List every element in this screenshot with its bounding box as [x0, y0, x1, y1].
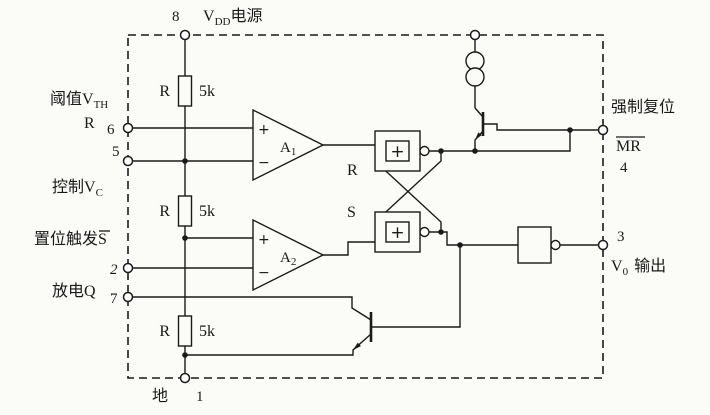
pin-2-number: 2 [110, 262, 118, 278]
a1-subscript: 1 [291, 146, 297, 158]
resistor-r2-value: 5k [199, 203, 215, 220]
resistor-r2 [177, 195, 193, 227]
output-text: 输出 [634, 257, 666, 275]
a2-minus-input: − [258, 265, 270, 281]
set-trigger-label: 置位触发S [34, 230, 107, 248]
pin-6-number: 6 [107, 122, 115, 138]
pin-4-terminal [597, 124, 609, 136]
set-trigger-main: 置位触发 [34, 230, 98, 248]
resistor-r1-value: 5k [199, 83, 215, 100]
pin-2-terminal [122, 262, 134, 274]
junction-dot [438, 148, 444, 154]
output-v: V [611, 258, 623, 275]
pin-3-number: 3 [617, 229, 625, 245]
latch-gate-r-inner [385, 140, 410, 162]
vdd-subscript: DD [215, 16, 231, 28]
output-subscript: 0 [623, 266, 629, 278]
junction-dot [472, 148, 478, 154]
comparator-a1 [252, 108, 325, 182]
resistor-r2-name: R [159, 203, 170, 220]
junction-dot [438, 229, 444, 235]
threshold-subscript: TH [94, 99, 109, 111]
reset-label: 强制复位 [611, 98, 675, 116]
wire-reset-collector [474, 107, 484, 118]
pin-8-terminal [179, 29, 191, 41]
a1-minus-input: − [258, 155, 270, 171]
wire-discharge [132, 296, 372, 321]
threshold-label: 阈值VTH [50, 90, 108, 111]
resistor-r3-name: R [159, 323, 170, 340]
pin-5-number: 5 [112, 144, 120, 160]
control-main: 控制V [52, 178, 96, 196]
wire-reset [483, 123, 599, 131]
a1-label: A1 [280, 140, 296, 158]
a2-label: A2 [280, 250, 296, 268]
latch-r-label: R [347, 162, 358, 179]
pin-6-terminal [122, 122, 134, 134]
pin-7-terminal [122, 291, 134, 303]
wire-discharge-emitter [185, 333, 372, 356]
junction-dot [182, 235, 188, 241]
threshold-main: 阈值V [50, 90, 94, 108]
current-source-icon [465, 67, 485, 87]
a1-plus-input: + [258, 122, 270, 138]
a2-subscript: 2 [291, 256, 297, 268]
ground-label: 地 [152, 387, 168, 405]
wire-discharge-base [371, 245, 461, 328]
pin-3-terminal [597, 239, 609, 251]
resistor-r3-value: 5k [199, 323, 215, 340]
a1-name: A [280, 140, 291, 156]
junction-dot [457, 242, 463, 248]
a2-name: A [280, 250, 291, 266]
mr-bar-label: MR [616, 138, 641, 155]
junction-dot [567, 127, 573, 133]
output-buffer [517, 226, 552, 264]
latch-gate-s-inner [385, 221, 410, 243]
discharge-emitter-arrow-icon [353, 342, 361, 350]
resistor-r1 [177, 75, 193, 107]
wire-a2-output [323, 241, 375, 256]
latch-gate-r-bubble [419, 145, 430, 157]
wire-latch-to-buffer [429, 231, 518, 246]
output-buffer-bubble [550, 239, 561, 251]
comparator-a2 [252, 218, 325, 292]
pin-7-number: 7 [110, 291, 118, 307]
pin-4-number: 4 [620, 160, 628, 176]
pin-1-number: 1 [196, 389, 204, 405]
junction-dot [182, 352, 188, 358]
pin-8-number: 8 [172, 9, 180, 25]
latch-gate-s-symbol: + [390, 223, 404, 243]
output-label: V0 输出 [611, 257, 666, 278]
control-label: 控制VC [52, 178, 103, 199]
ic-boundary [127, 34, 604, 379]
reset-emitter-arrow-icon [475, 132, 482, 140]
pin-5-terminal [122, 155, 134, 167]
vdd-text: 电源 [230, 7, 262, 25]
resistor-r3 [177, 315, 193, 347]
wire-latch-feedback-2 [374, 160, 442, 232]
discharge-label: 放电Q [52, 282, 96, 300]
latch-gate-r-symbol: + [390, 142, 404, 162]
vdd-label: VDD电源 [203, 7, 262, 28]
latch-gate-s-bubble [419, 226, 430, 238]
pin-1-terminal [179, 372, 191, 384]
vdd-v: V [203, 8, 215, 25]
set-trigger-s-bar: S [98, 231, 107, 248]
control-subscript: C [96, 187, 103, 199]
a2-plus-input: + [258, 232, 270, 248]
vdd-tap-terminal [469, 29, 481, 41]
wire-latch-feedback-1 [374, 151, 442, 223]
resistor-r1-name: R [159, 83, 170, 100]
junction-dot [182, 158, 188, 164]
latch-s-label: S [347, 204, 356, 221]
wire-r-line [429, 130, 571, 152]
threshold-r-label: R [84, 115, 95, 132]
